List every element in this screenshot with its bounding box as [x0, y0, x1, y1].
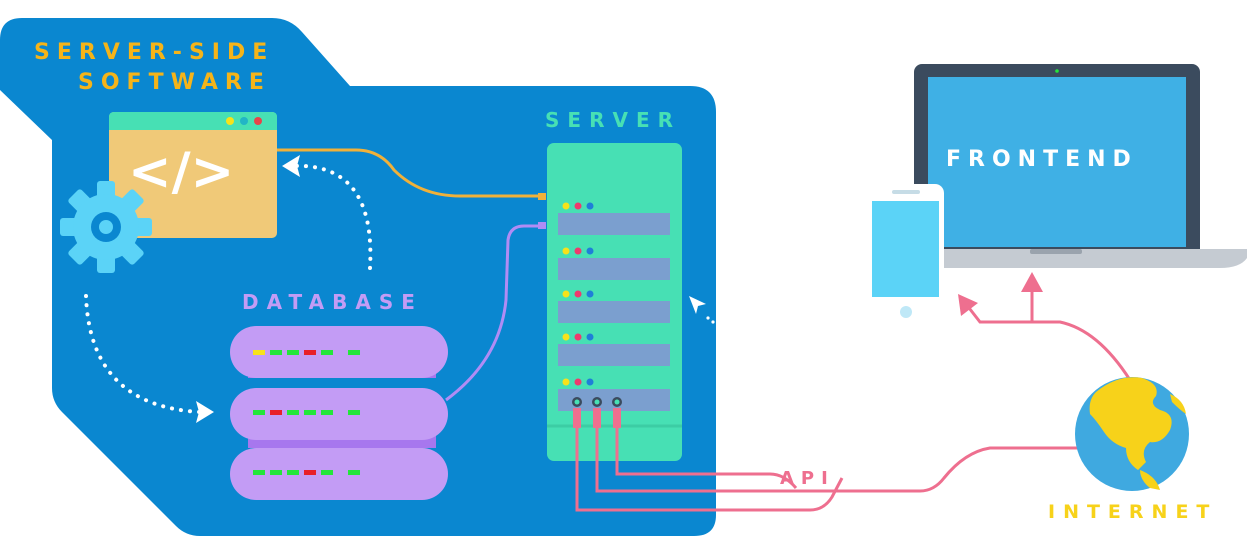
api-plug: [573, 408, 581, 428]
arrow-up-laptop: [1021, 272, 1043, 292]
label-server: SERVER: [545, 108, 682, 132]
globe-icon: [1075, 377, 1189, 491]
server-rack-icon: [547, 143, 682, 461]
label-frontend: FRONTEND: [946, 147, 1138, 172]
connector-plug: [538, 193, 546, 200]
dotted-arrow-gear-to-db: [84, 294, 214, 423]
arrow-up-phone: [958, 294, 978, 316]
code-symbol: </>: [128, 142, 235, 202]
label-internet: INTERNET: [1048, 501, 1218, 523]
dotted-arrow-db-to-code: [282, 155, 373, 270]
connector-code-server: [277, 148, 540, 198]
label-database: DATABASE: [242, 290, 423, 314]
label-server-side: SERVER-SIDE: [34, 40, 275, 65]
api-plug: [613, 408, 621, 428]
smartphone-icon: [868, 184, 944, 328]
browser-window-icon: [109, 112, 277, 238]
api-plug: [593, 408, 601, 428]
cursor-icon: [689, 296, 715, 324]
internet-links: [964, 286, 1132, 381]
label-software: SOFTWARE: [78, 70, 271, 95]
database-icon: [230, 326, 448, 500]
gear-icon: [60, 181, 152, 273]
api-cables: [575, 408, 1080, 512]
connector-db-server: [445, 224, 540, 402]
laptop-icon: [884, 64, 1247, 268]
connector-plug: [538, 222, 546, 229]
label-api: API: [780, 468, 835, 489]
